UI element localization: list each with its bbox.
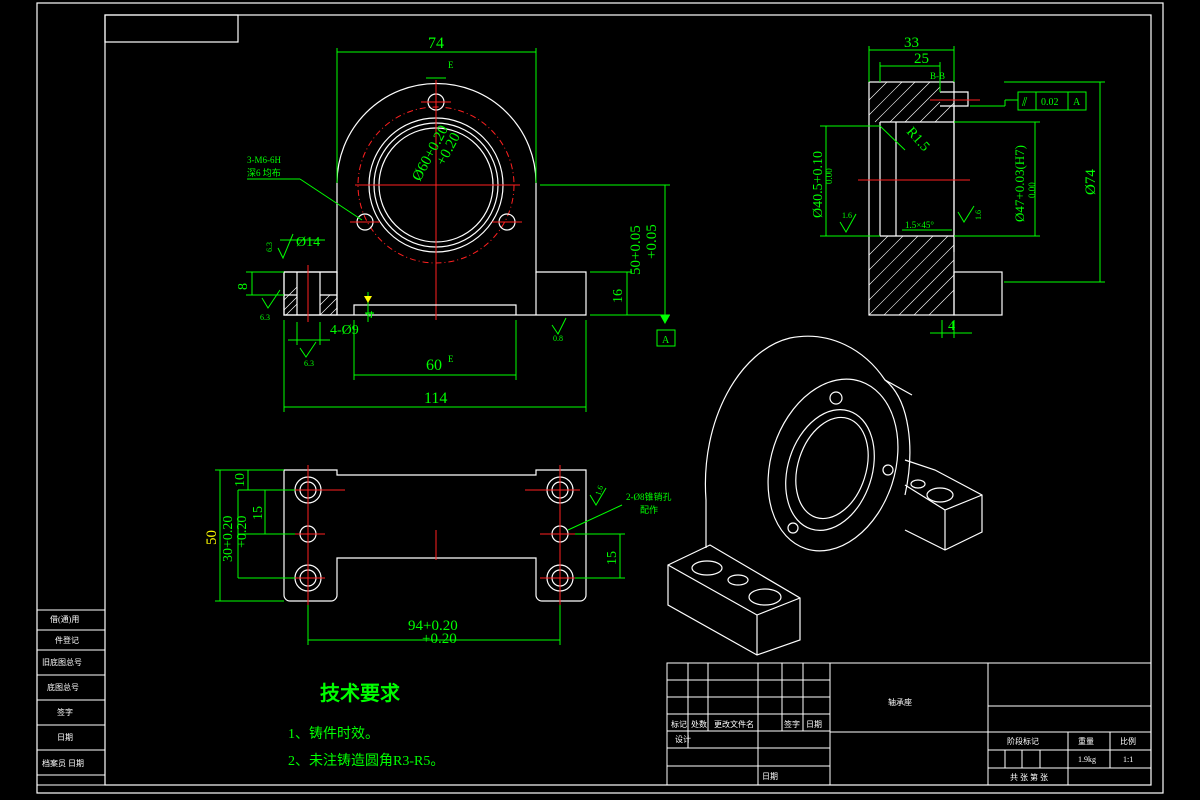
tb-design: 设计 [675, 734, 691, 744]
tb-header-0: 标记 [671, 719, 687, 729]
dim-top-94: 94+0.20 [408, 618, 458, 634]
dim-top-30-tol: +0.20 [235, 516, 250, 548]
tb-sheet-label: 共 张 第 张 [1010, 772, 1048, 782]
dim-top-50: 50 [204, 530, 220, 545]
dim-r15: R1.5 [903, 125, 932, 155]
ra-16-b: 1.6 [974, 210, 983, 220]
requirement-2: 2、未注铸造圆角R3-R5。 [288, 753, 444, 769]
dim-25: 25 [914, 51, 929, 67]
gdt-value: 0.02 [1041, 97, 1059, 108]
dim-114: 114 [424, 390, 447, 407]
strip-text-4: 签字 [57, 707, 73, 717]
tb-header-1: 处数 [691, 719, 707, 729]
dim-d74: Ø74 [1083, 169, 1099, 195]
note-pin-hole: 2-Ø8锥销孔 [626, 491, 672, 502]
isometric-view [667, 335, 983, 656]
strip-text-5: 日期 [57, 733, 73, 742]
left-strip: 借(通)用 件登记 旧底图总号 底图总号 签字 日期 档案员 日期 [36, 609, 106, 786]
front-view [283, 80, 587, 322]
gdt-datum: A [1073, 97, 1081, 108]
dim-top-94-tol: +0.20 [422, 631, 457, 647]
gdt-symbol: ⫽ [1021, 95, 1028, 109]
tb-header-4: 日期 [806, 720, 822, 729]
tb-weight-label: 重量 [1078, 736, 1094, 746]
tb-stage-label: 阶段标记 [1007, 736, 1039, 746]
tb-scale-label: 比例 [1120, 736, 1136, 746]
note-m6-holes: 3-M6-6H [247, 155, 281, 165]
dim-d14: Ø14 [296, 235, 320, 250]
dim-chamfer: 1.5×45° [905, 220, 934, 230]
ra-63-b: 6.3 [260, 313, 270, 322]
tb-header-2: 更改文件名 [714, 719, 754, 729]
strip-text-6: 档案员 日期 [42, 758, 84, 768]
dim-top-15b: 15 [605, 551, 620, 565]
note-m6-depth: 深6 均布 [247, 167, 281, 178]
top-view [283, 465, 587, 605]
side-dimensions: 33 25 B-B ⫽ 0.02 A R1.5 Ø40.5+0.10 0.00 … [811, 35, 1105, 338]
inner-border [104, 14, 1152, 786]
note-pin-hole-2: 配作 [640, 504, 658, 515]
datum-a: A [662, 335, 670, 346]
ra-63-c: 6.3 [304, 359, 314, 368]
ra-63-a: 6.3 [265, 242, 274, 252]
strip-text-2: 旧底图总号 [42, 657, 82, 667]
title-block: 标记 处数 更改文件名 签字 日期 设计 日期 轴承座 阶段标记 重量 比例 1… [666, 662, 1152, 786]
strip-text-0: 借(通)用 [50, 614, 79, 624]
part-name: 轴承座 [888, 697, 912, 707]
dim-60: 60 [426, 357, 442, 374]
ra-08: 0.8 [553, 334, 563, 343]
section-label-e-bottom: E [448, 354, 454, 364]
strip-text-3: 底图总号 [47, 682, 79, 692]
tb-header-3: 签字 [784, 719, 800, 729]
ra-16-a: 1.6 [842, 211, 852, 220]
dim-top-15a: 15 [251, 506, 266, 520]
dim-4-09: 4-Ø9 [330, 323, 359, 338]
section-bb: B-B [930, 71, 945, 81]
dim-side-4: 4 [948, 319, 955, 334]
dim-50-tol: +0.05 [644, 224, 660, 259]
dim-d47: Ø47+0.03(H7) [1012, 145, 1027, 222]
ra-top-16: 1.6 [593, 484, 605, 496]
dim-top-10: 10 [233, 473, 248, 487]
dim-4: 4 [363, 311, 378, 318]
dim-8: 8 [236, 283, 251, 290]
dim-74: 74 [428, 35, 444, 52]
front-dimensions: 74 E Ø60+0.20 +0.20 3-M6-6H 深6 均布 Ø14 6.… [236, 35, 676, 412]
dim-16: 16 [611, 289, 626, 303]
corner-box [104, 14, 239, 43]
tb-scale-value: 1:1 [1123, 755, 1133, 764]
dim-d47-tol: 0.00 [1027, 182, 1037, 198]
dim-top-30: 30+0.20 [221, 516, 236, 562]
dim-d405-tol: 0.00 [824, 168, 834, 184]
side-view [858, 81, 1003, 316]
outer-border [36, 2, 1164, 794]
dim-33: 33 [904, 35, 919, 51]
tb-weight-value: 1.9kg [1078, 755, 1096, 764]
tb-date: 日期 [762, 772, 778, 781]
requirements-title: 技术要求 [320, 681, 401, 705]
requirement-1: 1、铸件时效。 [288, 726, 379, 742]
dim-d405: Ø40.5+0.10 [811, 151, 826, 218]
section-label-e-top: E [448, 60, 454, 70]
requirements: 技术要求 1、铸件时效。 2、未注铸造圆角R3-R5。 [288, 681, 444, 769]
top-dimensions: 50 10 15 30+0.20 +0.20 15 1.6 2-Ø8锥销孔 配作… [204, 469, 672, 647]
strip-text-1: 件登记 [55, 635, 79, 645]
dim-50: 50+0.05 [628, 225, 644, 275]
